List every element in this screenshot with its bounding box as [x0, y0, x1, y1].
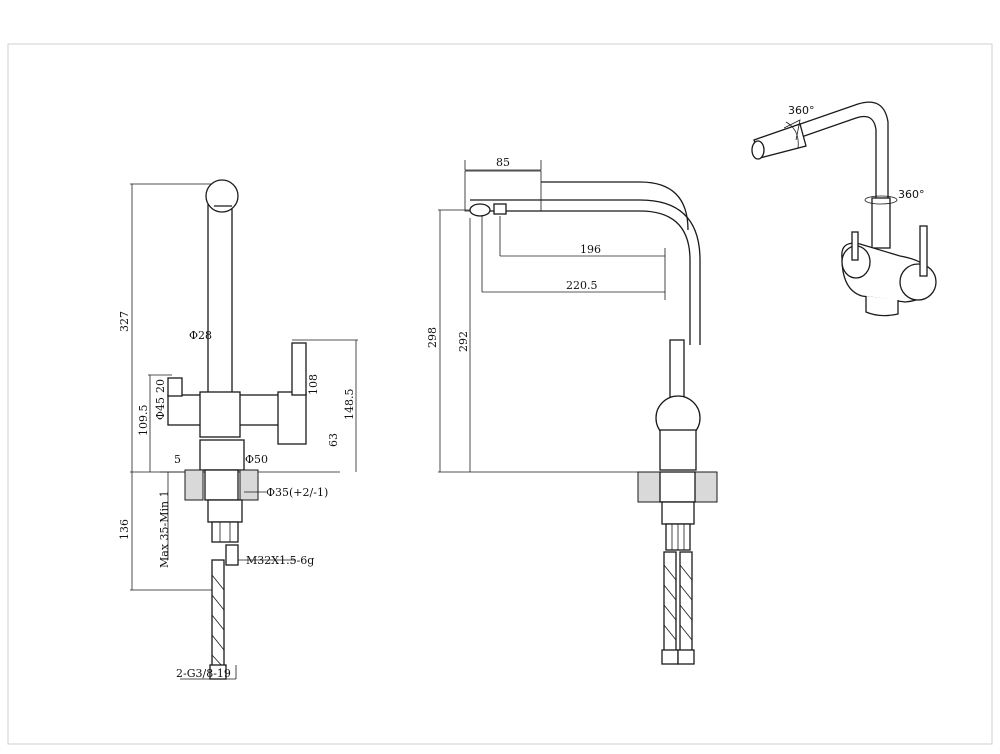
dim-lever-height: 108 — [307, 374, 320, 395]
dim-hole-dia: Φ35(+2/-1) — [266, 486, 328, 499]
dim-aerator-width: 85 — [496, 156, 510, 169]
dim-thread: M32X1.5-6g — [246, 554, 314, 567]
dim-base-dia: Φ50 — [245, 453, 268, 466]
side-view: 327 Φ28 Φ45 20 109.5 108 148.5 63 5 Φ50 … — [118, 179, 358, 680]
dim-outlet-height: 292 — [457, 331, 470, 352]
rotation-top-label: 360° — [788, 104, 815, 117]
dim-overall-height: 327 — [118, 311, 131, 332]
dim-front-overall-height: 298 — [426, 327, 439, 348]
dim-gap: 5 — [174, 453, 181, 466]
dim-lever-offset: 20 — [154, 379, 167, 393]
dim-body-height: 109.5 — [137, 405, 150, 437]
dim-reach: 196 — [580, 243, 601, 256]
dim-body-base: 63 — [327, 433, 340, 447]
perspective-view: 360° 360° — [751, 101, 937, 317]
dim-spout-dia: Φ28 — [189, 329, 212, 342]
dim-below-deck: 136 — [118, 519, 131, 540]
dim-right-height: 148.5 — [343, 389, 356, 421]
dim-counter-thickness: Max 35-Min 1 — [158, 490, 171, 568]
drawing-frame — [7, 43, 993, 745]
dim-hose-thread: 2-G3/8-19 — [176, 667, 231, 680]
rotation-neck-label: 360° — [898, 188, 925, 201]
dim-body-dia: Φ45 — [154, 397, 167, 420]
front-view: 85 196 220.5 298 292 — [426, 156, 718, 665]
dim-overall-reach: 220.5 — [566, 279, 598, 292]
